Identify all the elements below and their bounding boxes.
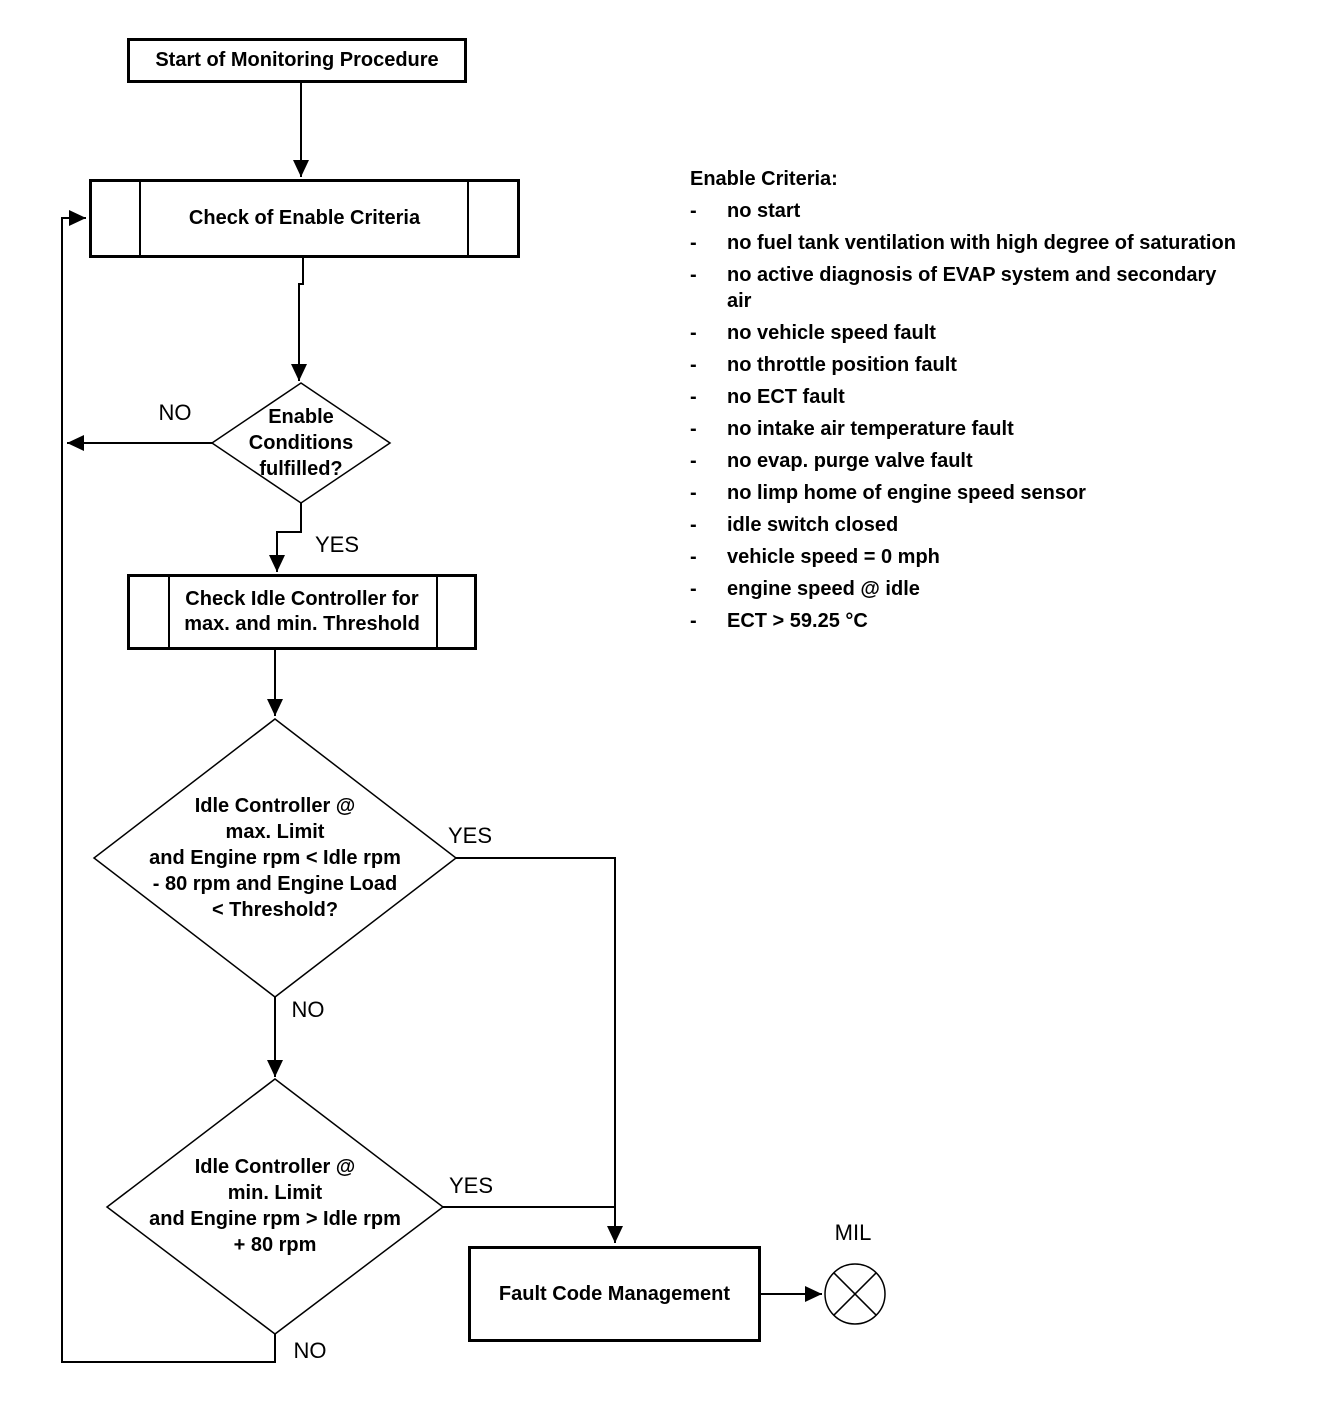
edge-enable-yes-to-check-idle (269, 503, 302, 572)
predefined-process-bar (436, 577, 438, 647)
bullet-dash: - (690, 322, 697, 344)
min-decision-diamond (105, 1078, 445, 1335)
predefined-process-bar (139, 182, 141, 255)
edge-max-yes-to-fault-code (456, 857, 623, 1243)
max-decision-label: Idle Controller @ max. Limit and Engine … (149, 795, 401, 921)
enable-criteria-item: -no limp home of engine speed sensor (690, 482, 1086, 504)
enable-criteria-heading: Enable Criteria: (690, 168, 838, 190)
edge-label-max-no: NO (291, 997, 325, 1022)
bullet-dash: - (690, 386, 697, 408)
bullet-dash: - (690, 354, 697, 376)
enable-criteria-item: -no vehicle speed fault (690, 322, 936, 344)
edge-label-min-yes: YES (448, 1173, 494, 1198)
edge-min-no-loop-to-check-enable (61, 210, 276, 1363)
bullet-dash: - (690, 418, 697, 440)
bullet-dash: - (690, 200, 697, 222)
min-decision-label: Idle Controller @ min. Limit and Engine … (149, 1156, 401, 1256)
check-enable-node: Check of Enable Criteria (89, 179, 520, 258)
enable-criteria-panel: Enable Criteria: -no start -no fuel tank… (690, 166, 1310, 634)
enable-criteria-item: -no throttle position fault (690, 354, 957, 376)
enable-criteria-item: -no evap. purge valve fault (690, 450, 973, 472)
enable-criteria-item: -no intake air temperature fault (690, 418, 1014, 440)
bullet-dash: - (690, 610, 697, 632)
max-decision-diamond (92, 718, 458, 998)
enable-criteria-item: -no start (690, 200, 801, 222)
bullet-dash: - (690, 232, 697, 254)
fault-code-node-label: Fault Code Management (498, 1282, 731, 1305)
start-node: Start of Monitoring Procedure (127, 38, 467, 83)
bullet-dash: - (690, 264, 697, 286)
bullet-dash: - (690, 578, 697, 600)
edge-label-min-no: NO (293, 1338, 327, 1363)
edge-label-enable-no: NO (158, 400, 192, 425)
fault-code-node: Fault Code Management (468, 1246, 761, 1342)
enable-criteria-item: -no active diagnosis of EVAP system and … (690, 264, 1217, 312)
predefined-process-bar (467, 182, 469, 255)
predefined-process-bar (168, 577, 170, 647)
edge-label-max-yes: YES (447, 823, 493, 848)
enable-criteria-item: -no fuel tank ventilation with high degr… (690, 232, 1236, 254)
enable-decision-label: Enable Conditions fulfilled? (248, 406, 354, 480)
enable-criteria-item: -vehicle speed = 0 mph (690, 546, 940, 568)
enable-criteria-item: -engine speed @ idle (690, 578, 920, 600)
bullet-dash: - (690, 450, 697, 472)
mil-label: MIL (834, 1220, 872, 1245)
enable-decision-diamond (210, 382, 392, 504)
start-node-label: Start of Monitoring Procedure (155, 49, 439, 71)
check-idle-node-label: Check Idle Controller for max. and min. … (184, 588, 420, 635)
check-enable-node-label: Check of Enable Criteria (188, 207, 421, 229)
enable-criteria-list: -no start -no fuel tank ventilation with… (690, 198, 1310, 634)
check-idle-node: Check Idle Controller for max. and min. … (127, 574, 477, 650)
enable-criteria-item: -idle switch closed (690, 514, 899, 536)
bullet-dash: - (690, 482, 697, 504)
edge-check-enable-to-enable-decision (291, 257, 307, 381)
bullet-dash: - (690, 514, 697, 536)
mil-indicator-icon (824, 1263, 886, 1325)
edge-label-enable-yes: YES (314, 532, 360, 557)
enable-criteria-item: -ECT > 59.25 °C (690, 610, 868, 632)
bullet-dash: - (690, 546, 697, 568)
enable-criteria-item: -no ECT fault (690, 386, 845, 408)
